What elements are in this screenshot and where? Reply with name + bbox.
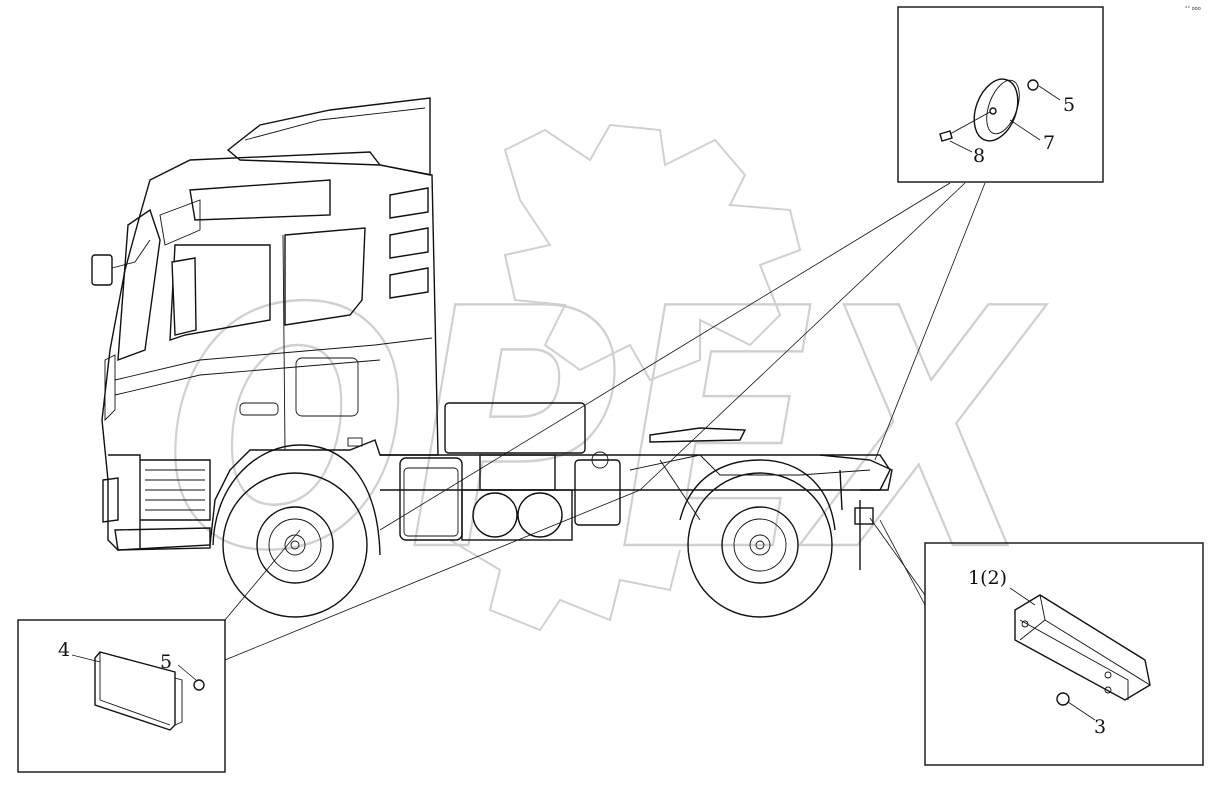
detail-box-bottom-left: [17, 619, 226, 773]
callout-4: 4: [58, 639, 70, 661]
watermark-gear: [449, 123, 802, 632]
callout-3: 3: [1094, 716, 1106, 738]
leader-lines: [224, 182, 986, 661]
callout-1-2: 1(2): [968, 567, 1007, 589]
callout-8: 8: [973, 145, 985, 167]
rear-wheel: [679, 459, 836, 618]
callout-5-top: 5: [1063, 94, 1075, 116]
watermark-text: OPEX: [165, 239, 1047, 623]
front-wheel: [212, 444, 381, 618]
detail-box-top-right: [897, 6, 1104, 183]
callout-5-bottom: 5: [160, 651, 172, 673]
detail-box-bottom-right: [924, 542, 1204, 766]
corner-code: °° ooo: [1185, 6, 1201, 12]
callout-7: 7: [1043, 132, 1055, 154]
truck-cab: [91, 97, 439, 551]
